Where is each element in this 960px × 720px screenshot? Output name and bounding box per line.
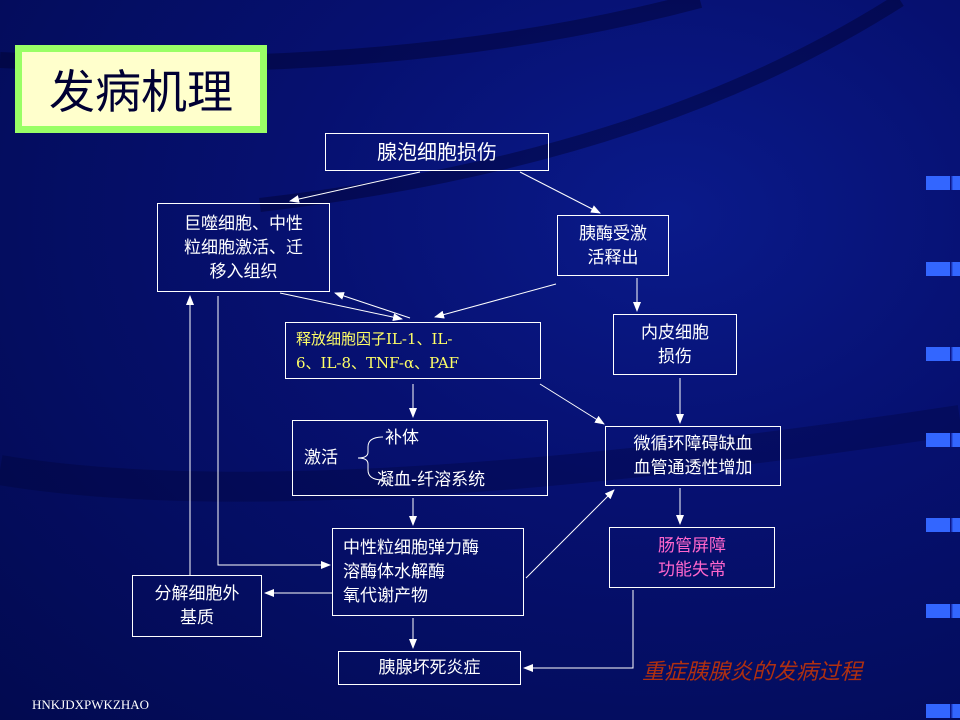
decor-square [926,262,960,276]
node-neutrophil-enzymes: 中性粒细胞弹力酶 溶酶体水解酶 氧代谢产物 [332,528,524,616]
brace-icon [357,436,384,481]
activation-label: 激活 [304,448,338,468]
node-macrophage: 巨噬细胞、中性 粒细胞激活、迁 移入组织 [157,203,330,292]
decor-square [926,347,960,361]
node-endothelial: 内皮细胞 损伤 [613,314,737,375]
node-necrosis: 胰腺坏死炎症 [338,651,521,685]
footer-text: HNKJDXPWKZHAO [32,697,149,712]
caption: 重症胰腺炎的发病过程 [642,660,863,685]
arrow [539,383,605,425]
complement-label: 补体 [385,428,419,448]
arrow [525,489,615,579]
arrow [523,590,634,672]
node-matrix: 分解细胞外 基质 [132,575,262,637]
title-frame: 发病机理 [15,45,267,133]
decor-square [926,518,960,532]
decor-square [926,604,960,618]
arrow [289,171,421,203]
node-acinar-injury: 腺泡细胞损伤 [325,133,549,171]
decor-square [926,704,960,718]
node-enzyme-release: 胰酶受激 活释出 [557,215,669,276]
node-cytokines: 释放细胞因子IL-1、IL- 6、IL-8、TNF-α、PAF [285,322,541,379]
arrow [334,292,411,319]
node-activation: 激活 补体 凝血-纤溶系统 [292,420,548,496]
arrow [519,171,601,214]
decor-square [926,433,960,447]
node-intestinal-barrier: 肠管屏障 功能失常 [609,527,775,588]
arrow [434,283,557,319]
page-title: 发病机理 [22,52,260,126]
arrow [279,292,403,322]
decor-square [926,176,960,190]
coagulation-label: 凝血-纤溶系统 [377,470,486,490]
arrow [217,296,331,569]
node-microcirculation: 微循环障碍缺血 血管通透性增加 [605,426,781,486]
